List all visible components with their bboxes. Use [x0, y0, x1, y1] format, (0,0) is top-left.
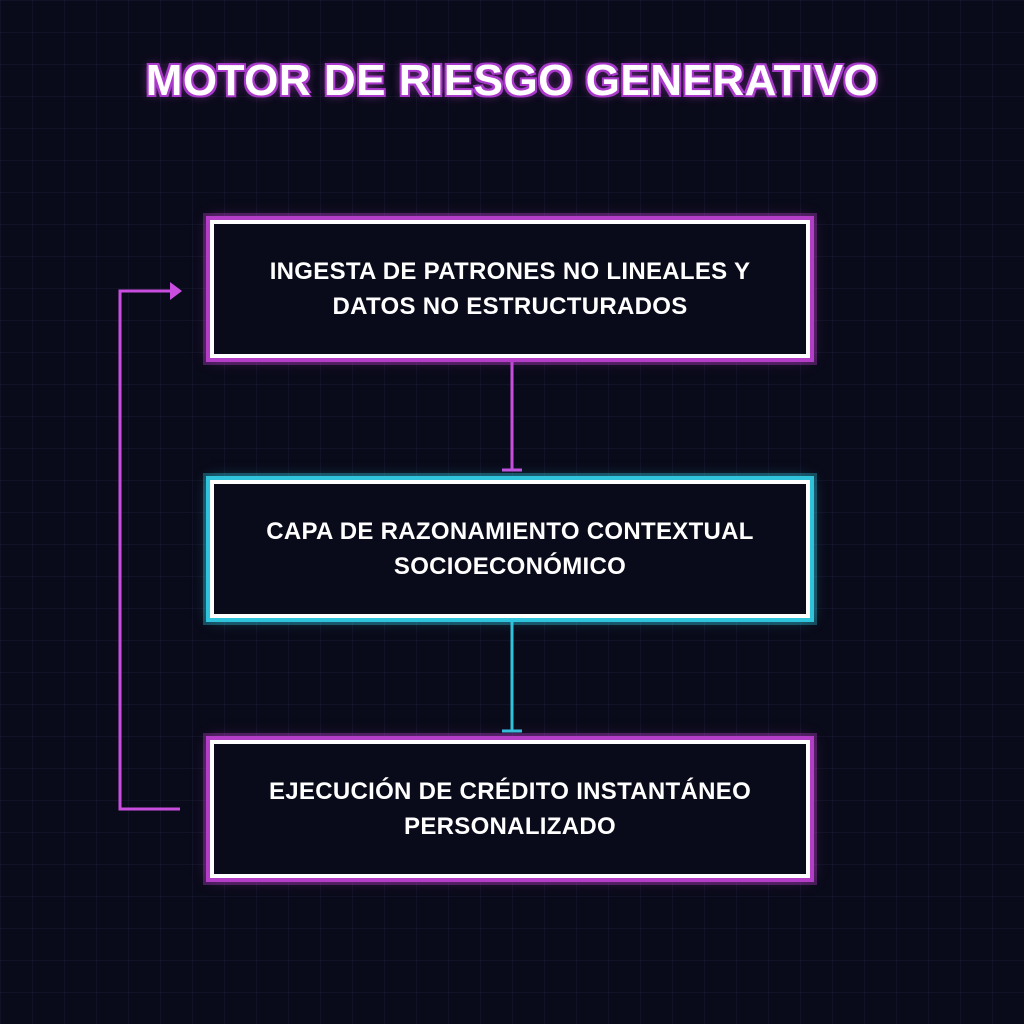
node-ingesta: INGESTA DE PATRONES NO LINEALES Y DATOS …	[210, 220, 810, 358]
node-razonamiento-label: CAPA DE RAZONAMIENTO CONTEXTUAL SOCIOECO…	[266, 518, 754, 580]
edge-ejecucion-to-ingesta	[118, 282, 182, 811]
edge-ingesta-to-razonamiento	[502, 360, 522, 472]
node-razonamiento: CAPA DE RAZONAMIENTO CONTEXTUAL SOCIOECO…	[210, 480, 810, 618]
node-ejecucion-label: EJECUCIÓN DE CRÉDITO INSTANTÁNEO PERSONA…	[268, 778, 752, 840]
arrowhead-icon	[170, 282, 182, 300]
diagram-title: MOTOR DE RIESGO GENERATIVO	[145, 56, 879, 105]
edge-razonamiento-to-ejecucion	[502, 620, 522, 733]
node-ejecucion: EJECUCIÓN DE CRÉDITO INSTANTÁNEO PERSONA…	[210, 740, 810, 878]
node-ingesta-label: INGESTA DE PATRONES NO LINEALES Y DATOS …	[269, 258, 751, 320]
